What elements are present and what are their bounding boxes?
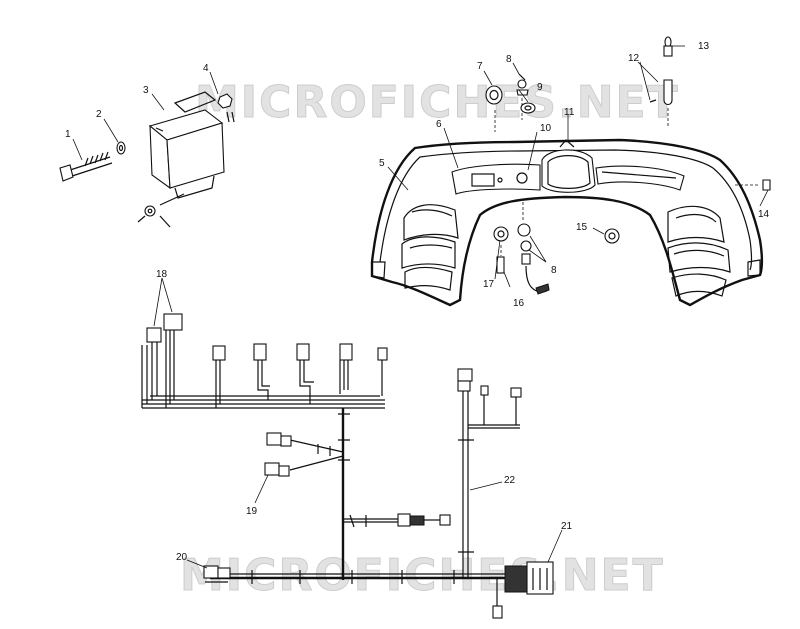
watermark-top: MICROFICHES.NET (195, 77, 680, 128)
part-13-bulb (663, 36, 673, 57)
part-2-washer (116, 141, 126, 155)
part-14-screw (735, 179, 771, 191)
watermark-bottom: MICROFICHES.NET (180, 550, 665, 601)
part-9-grommet (520, 102, 536, 114)
callout-8-lower: 8 (551, 265, 557, 276)
callout-9: 9 (537, 82, 543, 93)
callout-21: 21 (561, 521, 573, 532)
callout-5: 5 (379, 158, 385, 169)
part-8-bulb-lower (517, 202, 532, 265)
callout-20: 20 (176, 552, 188, 563)
part-7-indicator (485, 85, 503, 132)
callout-16: 16 (513, 298, 525, 309)
callout-13: 13 (698, 41, 710, 52)
part-15-plug (604, 228, 620, 244)
part-17-switch (493, 226, 509, 274)
callout-22: 22 (504, 475, 516, 486)
callout-10: 10 (540, 123, 552, 134)
callout-18: 18 (156, 269, 168, 280)
part-12-socket (649, 79, 673, 128)
callout-17: 17 (483, 279, 495, 290)
part-15-plug-housing (595, 165, 685, 191)
callout-1: 1 (65, 129, 71, 140)
leader-lines (72, 45, 769, 569)
callout-4: 4 (203, 63, 209, 74)
callout-19: 19 (246, 506, 258, 517)
callout-14: 14 (758, 209, 770, 220)
callout-3: 3 (143, 85, 149, 96)
part-6-gauge-housing (451, 163, 541, 195)
part-1-bolt (59, 151, 113, 182)
callout-7: 7 (477, 61, 483, 72)
part-16-lead (525, 265, 550, 295)
ground-lead (137, 193, 185, 228)
part-3-control-module (148, 91, 225, 199)
part-8-bulb-top (516, 73, 529, 120)
wiring-harness (141, 313, 554, 619)
part-5-dash-panel (370, 138, 764, 307)
part-11-speedometer-pod (541, 139, 596, 193)
part-4-nut (217, 93, 235, 123)
callout-labels: 1 2 3 4 5 6 7 8 9 10 11 12 13 14 15 16 1… (65, 41, 770, 563)
callout-15: 15 (576, 222, 588, 233)
callout-6: 6 (436, 119, 442, 130)
callout-11: 11 (564, 107, 575, 118)
callout-8-top: 8 (506, 54, 512, 65)
callout-2: 2 (96, 109, 102, 120)
callout-12: 12 (628, 53, 640, 64)
